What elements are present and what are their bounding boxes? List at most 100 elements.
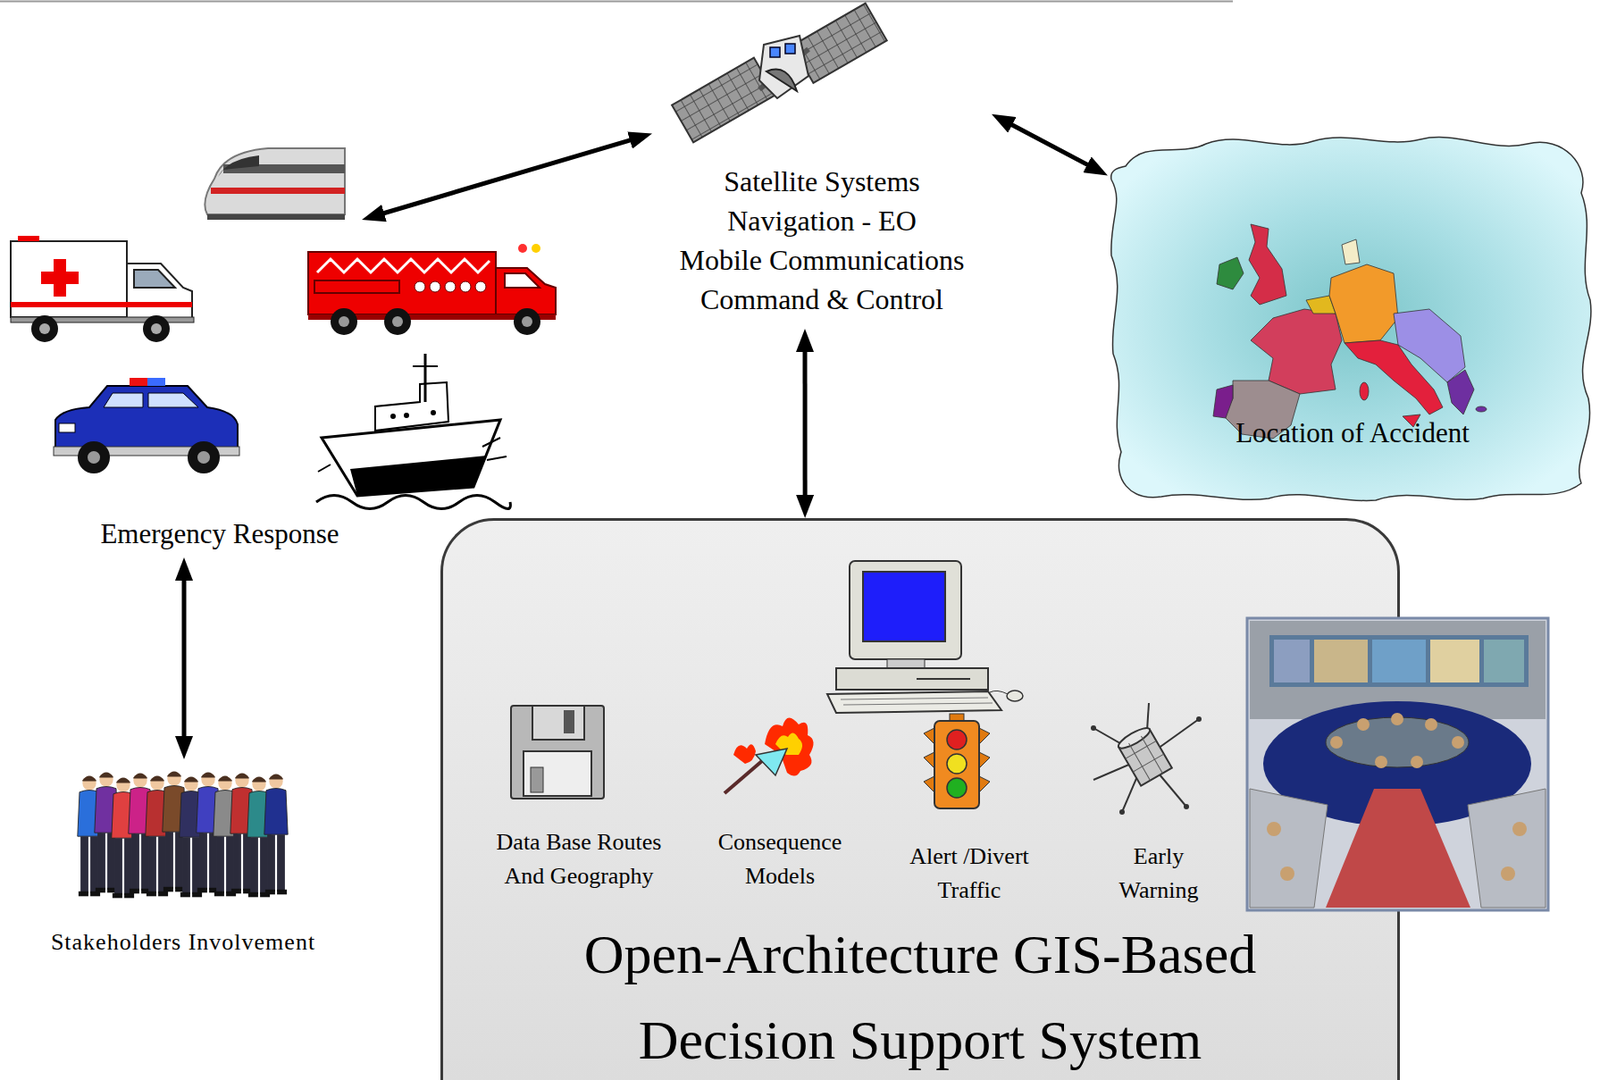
- connector-arrow: [803, 341, 808, 506]
- decision-system-box: Open-Architecture GIS-Based Decision Sup…: [440, 518, 1400, 1080]
- europe-map-part: [1341, 239, 1360, 265]
- control-room-photo: [1247, 618, 1549, 911]
- stakeholders-node: Stakeholders Involvement: [31, 759, 336, 957]
- computer-icon-part: [849, 561, 962, 660]
- node-label: Command & Control: [700, 279, 944, 319]
- computer-icon: [827, 561, 1023, 713]
- satellite-icon-part: [759, 35, 809, 99]
- fire-truck-icon-part: [429, 281, 441, 293]
- traffic-light-icon-part: [946, 778, 967, 798]
- police-car-icon-part: [103, 393, 143, 408]
- ship-icon-part: [318, 437, 507, 472]
- computer-icon-part: [887, 659, 925, 669]
- computer-icon-part: [862, 571, 946, 642]
- floppy-disk-icon: [510, 705, 604, 799]
- control-room-photo-part: [1451, 736, 1465, 749]
- satellite-icon-part: [785, 43, 796, 54]
- early-warning-satellite-icon-part: [1196, 716, 1202, 722]
- police-car-icon-part: [55, 385, 238, 452]
- police-car-icon-part: [77, 441, 110, 474]
- ambulance-icon-part: [150, 323, 162, 335]
- early-warning-satellite-icon-part: [1090, 725, 1097, 731]
- control-room-photo-part: [1269, 635, 1529, 687]
- early-warning-satellite-icon-part: [1183, 804, 1190, 810]
- node-label: Consequence Models: [703, 825, 856, 894]
- control-room-photo-part: [1247, 618, 1549, 911]
- fire-model-icon-part: [733, 744, 756, 764]
- control-room-photo-part: [1483, 639, 1525, 683]
- fire-truck-icon-part: [330, 308, 358, 336]
- control-room-photo-part: [1512, 821, 1527, 837]
- people-group-part: [264, 774, 288, 896]
- police-car-icon-part: [147, 377, 166, 386]
- accident-cloud: Location of Accident: [1107, 130, 1598, 506]
- emergency-response-node: Emergency Response: [4, 219, 436, 558]
- ambulance-icon-part: [10, 301, 193, 308]
- ship-icon: [316, 353, 511, 510]
- fire-truck-icon-part: [317, 259, 490, 273]
- control-room-photo-part: [1273, 639, 1310, 683]
- node-label: Data Base Routes And Geography: [489, 825, 669, 894]
- police-car-icon-part: [87, 451, 101, 464]
- ship-icon-part: [424, 353, 428, 403]
- computer-icon-part: [840, 697, 993, 705]
- module-node: Data Base Routes And Geography: [480, 699, 678, 905]
- ship-icon-part: [321, 419, 501, 496]
- connector-arrow: [181, 569, 186, 747]
- module-node: Early Warning: [1091, 699, 1226, 919]
- ship-icon-part: [412, 365, 438, 368]
- police-car-icon-part: [148, 393, 199, 408]
- computer-icon-part: [1006, 690, 1023, 702]
- control-room-photo-part: [1500, 866, 1516, 881]
- fire-truck-icon-part: [513, 308, 541, 336]
- ambulance-icon-part: [17, 235, 40, 242]
- fire-model-icon: [724, 717, 814, 794]
- ambulance-icon-part: [39, 323, 51, 335]
- top-rule: [0, 0, 1233, 3]
- floppy-disk-icon-part: [510, 705, 604, 799]
- control-room-photo-part: [1280, 866, 1295, 881]
- ship-icon-part: [390, 413, 396, 419]
- fire-truck-icon-part: [314, 280, 400, 294]
- control-room-photo-part: [1430, 639, 1480, 683]
- control-room-photo-part: [1330, 736, 1343, 749]
- traffic-light-icon-part: [946, 753, 967, 774]
- traffic-light-icon-part: [979, 728, 990, 793]
- fire-truck-icon-part: [531, 243, 541, 253]
- ambulance-icon-part: [142, 315, 170, 343]
- ambulance-icon-part: [41, 271, 79, 285]
- train-icon-part: [204, 148, 345, 215]
- floppy-disk-icon-part: [532, 705, 585, 740]
- ship-icon-part: [430, 410, 436, 416]
- train-icon: [204, 148, 345, 220]
- fire-truck-icon-part: [392, 316, 403, 327]
- node-label: Emergency Response: [100, 518, 339, 551]
- fire-truck-icon-part: [495, 268, 556, 315]
- police-car-icon-part: [129, 377, 148, 386]
- traffic-light-icon-part: [923, 728, 935, 793]
- cloud-outline: [1107, 130, 1598, 506]
- control-room-photo-part: [1467, 788, 1546, 908]
- ship-icon-part: [375, 382, 449, 431]
- early-warning-satellite-icon-part-part: [1129, 743, 1151, 781]
- fire-truck-icon-part: [518, 243, 528, 253]
- ambulance-icon-part: [134, 269, 176, 288]
- ambulance-icon: [10, 235, 194, 343]
- connector-arrow: [373, 137, 640, 217]
- fire-model-icon-part: [724, 760, 763, 794]
- module-node: Alert /Divert Traffic: [888, 699, 1050, 919]
- europe-map-part: [1359, 382, 1369, 401]
- ambulance-icon-part: [126, 263, 193, 322]
- early-warning-satellite-icon-part-part: [1115, 724, 1153, 752]
- module-node: Consequence Models: [699, 699, 861, 905]
- node-label: Satellite Systems: [723, 161, 921, 202]
- train-icon-part: [210, 187, 345, 194]
- satellite-icon-part: [770, 47, 780, 58]
- node-label: Location of Accident: [1235, 416, 1470, 451]
- node-label: Stakeholders Involvement: [50, 928, 316, 957]
- control-room-photo-part: [1247, 618, 1549, 911]
- fire-truck-icon-part: [338, 316, 350, 327]
- floppy-disk-icon-part: [563, 710, 575, 734]
- europe-map: [1213, 224, 1487, 439]
